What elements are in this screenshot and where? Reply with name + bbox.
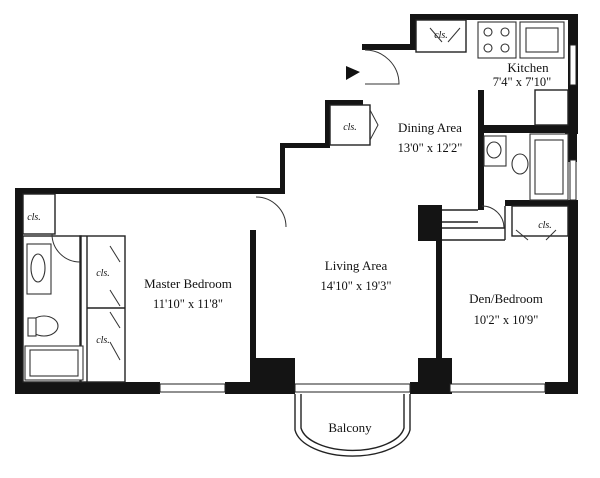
kitchen-label: Kitchen xyxy=(507,60,549,75)
closet-label-master-2: cls. xyxy=(96,335,110,346)
partitions xyxy=(22,19,569,383)
walls xyxy=(15,14,578,394)
master-bedroom-label: Master Bedroom xyxy=(144,276,232,291)
doors xyxy=(51,27,557,361)
balcony-outline xyxy=(294,394,411,457)
master-bedroom-dimensions: 11'10" x 11'8" xyxy=(153,297,223,311)
living-area-dimensions: 14'10" x 19'3" xyxy=(321,279,392,293)
kitchen-dimensions: 7'4" x 7'10" xyxy=(493,75,551,89)
dining-area-label: Dining Area xyxy=(398,120,462,135)
living-area-label: Living Area xyxy=(325,258,388,273)
closet-label-dining: cls. xyxy=(343,122,357,133)
dining-area-dimensions: 13'0" x 12'2" xyxy=(398,141,463,155)
den-bedroom-label: Den/Bedroom xyxy=(469,291,543,306)
fixtures xyxy=(24,21,569,381)
windows xyxy=(159,44,577,393)
balcony-label: Balcony xyxy=(328,420,372,435)
closet-label-master-top: cls. xyxy=(27,212,41,223)
closet-label-den: cls. xyxy=(538,220,552,231)
closet-label-entry: cls. xyxy=(434,30,448,41)
entry-arrow-icon xyxy=(346,66,360,80)
closet-label-master-1: cls. xyxy=(96,268,110,279)
den-bedroom-dimensions: 10'2" x 10'9" xyxy=(474,313,539,327)
